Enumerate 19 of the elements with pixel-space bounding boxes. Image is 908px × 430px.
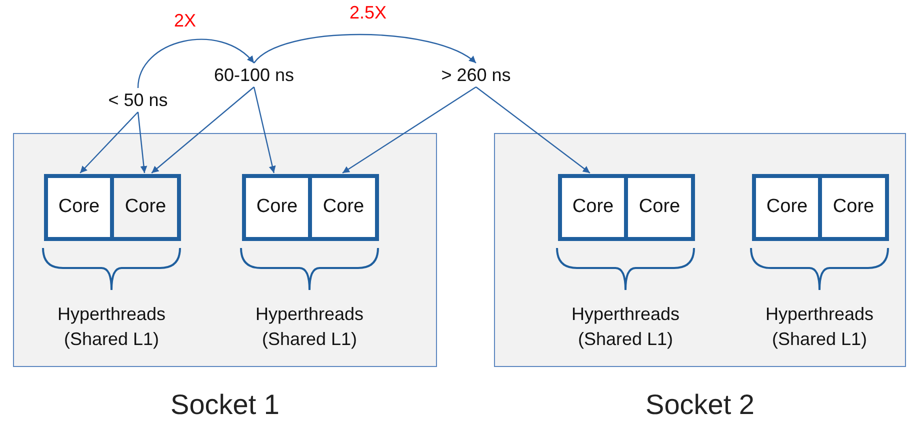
arrow	[476, 86, 590, 174]
arrow	[80, 112, 138, 174]
arrow	[253, 86, 276, 174]
hyperthreads-caption: Hyperthreads (Shared L1)	[570, 303, 681, 351]
hyperthreads-caption: Hyperthreads (Shared L1)	[254, 303, 365, 351]
arrow	[137, 38, 254, 88]
hyperthreads-caption: Hyperthreads (Shared L1)	[764, 303, 875, 351]
arrow	[342, 86, 476, 174]
latency-label: 60-100 ns	[206, 63, 302, 87]
socket-heading: Socket 1	[170, 388, 280, 422]
latency-label: > 260 ns	[434, 63, 518, 87]
arrow	[254, 34, 476, 64]
arrow	[151, 86, 254, 174]
arrow	[137, 112, 148, 174]
edge-label: 2.5X	[349, 2, 387, 24]
latency-label: < 50 ns	[96, 88, 180, 112]
socket-heading: Socket 2	[644, 388, 756, 422]
edge-label: 2X	[174, 10, 196, 32]
hyperthreads-caption: Hyperthreads (Shared L1)	[56, 303, 167, 351]
